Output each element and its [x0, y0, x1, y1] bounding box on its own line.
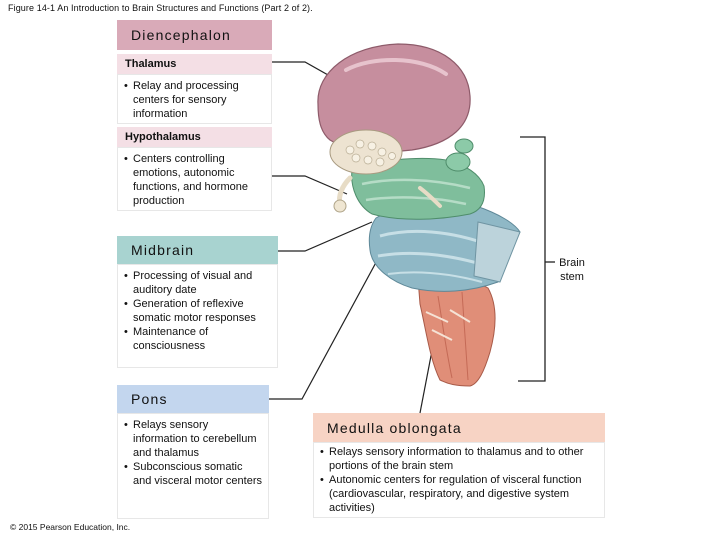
midbrain-header: Midbrain	[117, 236, 278, 264]
pons-bullet: Subconscious somatic and visceral motor …	[124, 460, 262, 488]
midbrain-shape	[351, 138, 485, 220]
midbrain-bullet: Generation of reflexive somatic motor re…	[124, 297, 271, 325]
brain-stem-bracket	[518, 136, 546, 382]
hypothalamus-body: Centers controlling emotions, autonomic …	[117, 147, 272, 211]
thalamus-title: Thalamus	[125, 58, 177, 70]
medulla-bullet: Relays sensory information to thalamus a…	[320, 445, 598, 473]
midbrain-leader-line	[278, 221, 373, 252]
midbrain-bullet: Maintenance of consciousness	[124, 325, 271, 353]
copyright-notice: © 2015 Pearson Education, Inc.	[10, 522, 131, 532]
hypothalamus-bullets: Centers controlling emotions, autonomic …	[124, 152, 265, 208]
thalamus-bullet: Relay and processing centers for sensory…	[124, 79, 265, 121]
brain-stem-label: Brain stem	[559, 257, 585, 283]
midbrain-body: Processing of visual and auditory date G…	[117, 264, 278, 368]
hypothalamus-header: Hypothalamus	[117, 127, 272, 147]
pons-title: Pons	[131, 391, 168, 407]
hypothalamus-shape	[333, 175, 442, 213]
midbrain-title: Midbrain	[131, 242, 195, 258]
pons-header: Pons	[117, 385, 269, 413]
pons-shape	[368, 201, 521, 292]
medulla-body: Relays sensory information to thalamus a…	[313, 442, 605, 518]
thalamus-shape	[317, 43, 471, 175]
medulla-title: Medulla oblongata	[327, 419, 462, 436]
thalamus-header: Thalamus	[117, 54, 272, 74]
thalamus-body: Relay and processing centers for sensory…	[117, 74, 272, 124]
hypothalamus-bullet: Centers controlling emotions, autonomic …	[124, 152, 265, 208]
pons-body: Relays sensory information to cerebellum…	[117, 413, 269, 519]
pons-leader-line	[269, 243, 387, 400]
medulla-header: Medulla oblongata	[313, 413, 605, 442]
pons-bullets: Relays sensory information to cerebellum…	[124, 418, 262, 488]
medulla-oblongata-shape	[417, 276, 496, 387]
diencephalon-header: Diencephalon	[117, 20, 272, 50]
thalamus-bullets: Relay and processing centers for sensory…	[124, 79, 265, 121]
midbrain-bullets: Processing of visual and auditory date G…	[124, 269, 271, 353]
diencephalon-title: Diencephalon	[131, 27, 232, 43]
hypothalamus-title: Hypothalamus	[125, 131, 201, 143]
pons-bullet: Relays sensory information to cerebellum…	[124, 418, 262, 460]
medulla-bullet: Autonomic centers for regulation of visc…	[320, 473, 598, 515]
medulla-bullets: Relays sensory information to thalamus a…	[320, 445, 598, 515]
midbrain-bullet: Processing of visual and auditory date	[124, 269, 271, 297]
figure-caption: Figure 14-1 An Introduction to Brain Str…	[8, 3, 313, 13]
hypothalamus-leader-line	[272, 175, 348, 195]
